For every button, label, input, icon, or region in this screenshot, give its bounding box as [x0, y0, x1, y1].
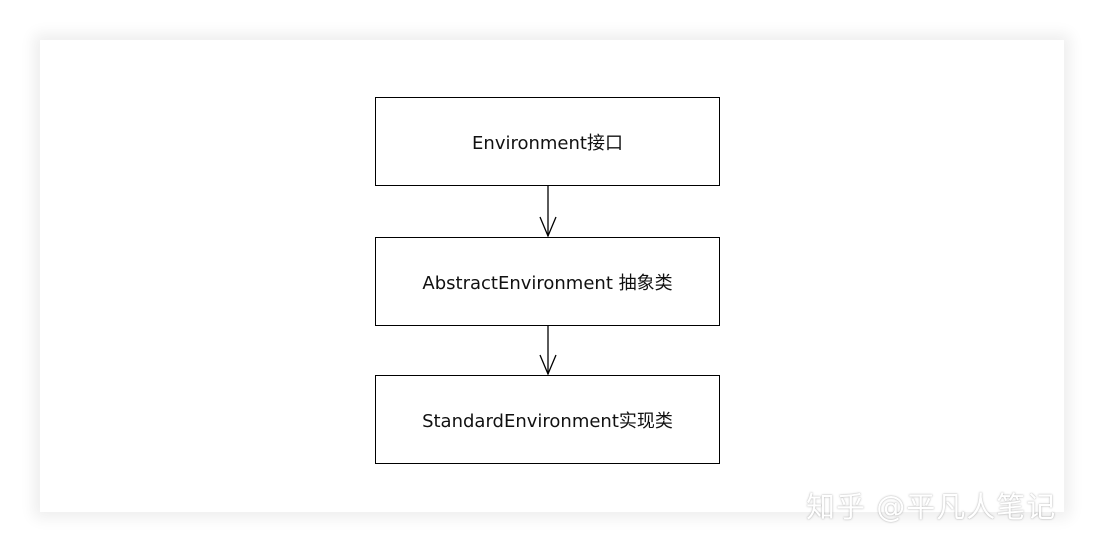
node-label: Environment接口	[472, 132, 623, 154]
node-abstract-environment: AbstractEnvironment 抽象类	[375, 237, 720, 326]
node-environment-interface: Environment接口	[375, 97, 720, 186]
node-label: StandardEnvironment实现类	[422, 410, 673, 432]
node-standard-environment: StandardEnvironment实现类	[375, 375, 720, 464]
watermark: 知乎 @平凡人笔记	[806, 490, 1057, 524]
node-label: AbstractEnvironment 抽象类	[422, 272, 673, 294]
